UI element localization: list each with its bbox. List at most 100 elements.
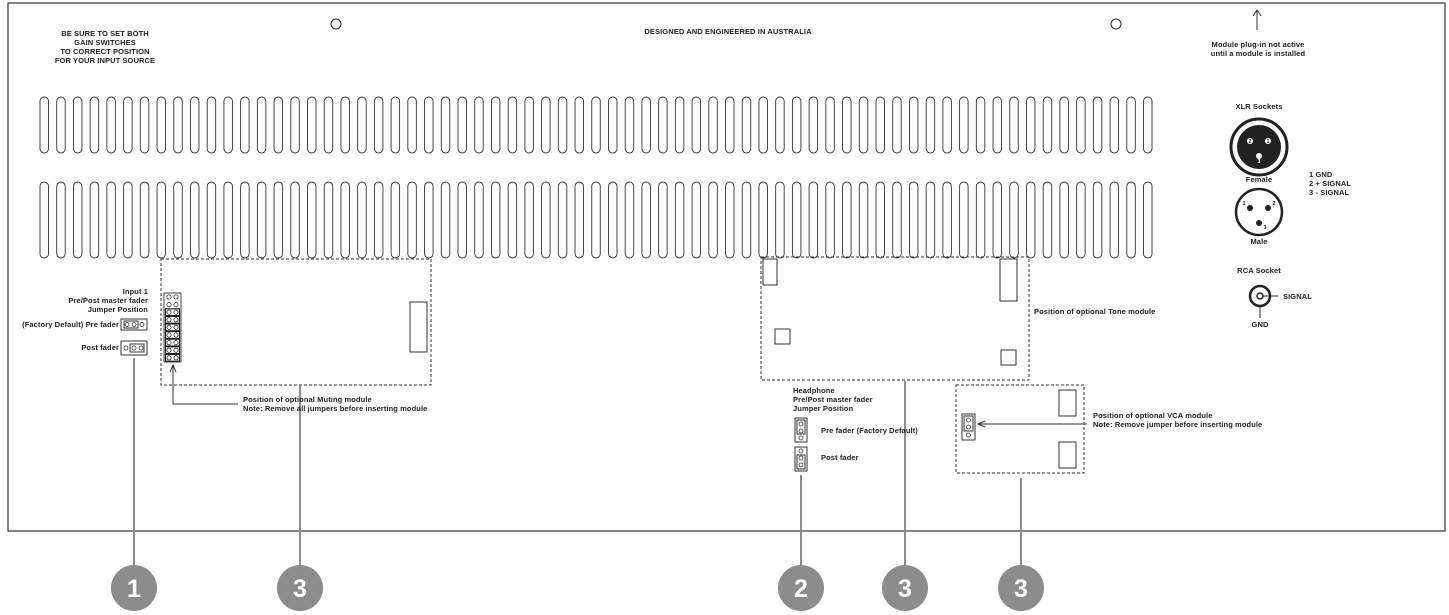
vent-slot bbox=[1009, 96, 1019, 154]
pinout-line-1: 1 GND bbox=[1309, 170, 1333, 179]
gain-warning-line-3: TO CORRECT POSITION bbox=[60, 47, 150, 56]
vent-slot bbox=[307, 96, 317, 154]
gain-warning-line-4: FOR YOUR INPUT SOURCE bbox=[54, 56, 156, 65]
input1-pre-jumper bbox=[120, 318, 148, 331]
vent-slot bbox=[608, 181, 618, 259]
vca-connector-b bbox=[1058, 441, 1077, 469]
vent-slot bbox=[1109, 96, 1120, 154]
vent-slot bbox=[123, 181, 133, 259]
vent-slot bbox=[474, 96, 484, 154]
muting-jumper-block bbox=[163, 292, 182, 363]
xlr-male-pin-2: 2 bbox=[1272, 201, 1275, 207]
panel-border bbox=[7, 2, 1446, 532]
vent-slot bbox=[507, 96, 518, 154]
vent-slot bbox=[524, 181, 534, 259]
callout-2-number: 2 bbox=[794, 575, 808, 603]
jumper-cap bbox=[164, 353, 181, 362]
vent-slot bbox=[139, 96, 150, 154]
vent-slot bbox=[256, 181, 267, 259]
vent-slot bbox=[106, 181, 116, 259]
callout-3b: 3 bbox=[882, 565, 928, 611]
jumper-pin bbox=[173, 340, 179, 346]
vent-slot bbox=[842, 181, 852, 259]
vent-slot bbox=[708, 181, 718, 259]
vent-slot bbox=[741, 181, 752, 259]
headphone-post-label: Post fader bbox=[821, 453, 859, 462]
jumper-cap bbox=[164, 323, 181, 332]
input1-title: Input 1 Pre/Post master fader Jumper Pos… bbox=[10, 287, 148, 314]
callout-2: 2 bbox=[778, 565, 824, 611]
vca-jumper bbox=[961, 413, 976, 441]
vent-slot bbox=[557, 181, 568, 259]
tone-module-label: Position of optional Tone module bbox=[1034, 307, 1156, 316]
rca-socket-title: RCA Socket bbox=[1237, 266, 1281, 275]
tone-pad-b bbox=[1000, 349, 1017, 366]
xlr-female-label: Female bbox=[1245, 175, 1273, 184]
vent-slot bbox=[591, 96, 601, 154]
vent-slot bbox=[206, 181, 217, 259]
jumper-cap bbox=[164, 331, 181, 340]
callout-3c-number: 3 bbox=[1014, 575, 1028, 603]
vent-slot bbox=[791, 96, 802, 154]
vent-slot bbox=[290, 181, 300, 259]
vent-slot bbox=[608, 96, 618, 154]
module-note-line-1: Module plug-in not active bbox=[1211, 40, 1305, 49]
vca-note: Position of optional VCA module Note: Re… bbox=[1093, 411, 1262, 429]
vent-slot bbox=[1042, 96, 1053, 154]
vent-slot bbox=[758, 96, 768, 154]
muting-note-line-1: Position of optional Muting module bbox=[243, 395, 372, 404]
vent-slot bbox=[942, 96, 952, 154]
xlr-pinout-list: 1 GND 2 + SIGNAL 3 - SIGNAL bbox=[1309, 170, 1351, 197]
vent-slot bbox=[825, 96, 835, 154]
gain-warning-line-1: BE SURE TO SET BOTH bbox=[61, 29, 149, 38]
vent-slot bbox=[1143, 181, 1153, 259]
jumper-pin bbox=[173, 294, 179, 300]
vent-slot bbox=[557, 96, 568, 154]
vent-slot bbox=[156, 96, 166, 154]
vent-slot bbox=[424, 181, 434, 259]
up-arrow-icon bbox=[1252, 9, 1262, 30]
vent-slot bbox=[173, 181, 183, 259]
callout-1: 1 bbox=[111, 565, 157, 611]
muting-arrow-icon bbox=[169, 363, 238, 405]
vca-note-line-1: Position of optional VCA module bbox=[1093, 411, 1213, 420]
vent-slot bbox=[190, 181, 200, 259]
vent-slot bbox=[975, 96, 986, 154]
xlr-male-pin-3: 3 bbox=[1263, 225, 1266, 231]
xlr-female-pin-2: 2 bbox=[1249, 139, 1252, 145]
xlr-male-socket-icon bbox=[1234, 187, 1284, 237]
vent-slot bbox=[273, 96, 284, 154]
muting-connector bbox=[409, 301, 428, 353]
vent-slot bbox=[674, 181, 685, 259]
jumper-pin bbox=[166, 324, 172, 330]
vent-slot bbox=[775, 96, 785, 154]
headphone-pre-label: Pre fader (Factory Default) bbox=[821, 426, 918, 435]
muting-note-line-2: Note: Remove all jumpers before insertin… bbox=[243, 404, 428, 413]
rca-socket-icon bbox=[1248, 284, 1278, 318]
vent-slot bbox=[691, 96, 702, 154]
headphone-title-line-2: Pre/Post master fader bbox=[793, 395, 873, 404]
vent-slot bbox=[240, 96, 250, 154]
headphone-pre-jumper bbox=[794, 417, 808, 443]
vent-slot bbox=[223, 181, 233, 259]
vca-note-line-2: Note: Remove jumper before inserting mod… bbox=[1093, 420, 1263, 429]
vent-slot bbox=[390, 96, 401, 154]
jumper-pin bbox=[166, 347, 172, 353]
vent-slot bbox=[992, 181, 1002, 259]
xlr-sockets-title: XLR Sockets bbox=[1235, 102, 1283, 111]
vent-slot bbox=[641, 181, 651, 259]
ventilation-slots bbox=[39, 96, 1153, 259]
vent-slot bbox=[959, 96, 969, 154]
vent-slot bbox=[1076, 181, 1086, 259]
jumper-pin bbox=[173, 324, 179, 330]
vent-slot bbox=[674, 96, 685, 154]
tone-connector-a bbox=[762, 258, 778, 286]
input1-pre-label: (Factory Default) Pre fader bbox=[22, 320, 119, 329]
vent-slot bbox=[591, 181, 601, 259]
vent-slot bbox=[1126, 96, 1136, 154]
vent-slot bbox=[407, 181, 417, 259]
vent-slot bbox=[223, 96, 233, 154]
vent-slot bbox=[440, 96, 451, 154]
vent-slot bbox=[892, 96, 902, 154]
